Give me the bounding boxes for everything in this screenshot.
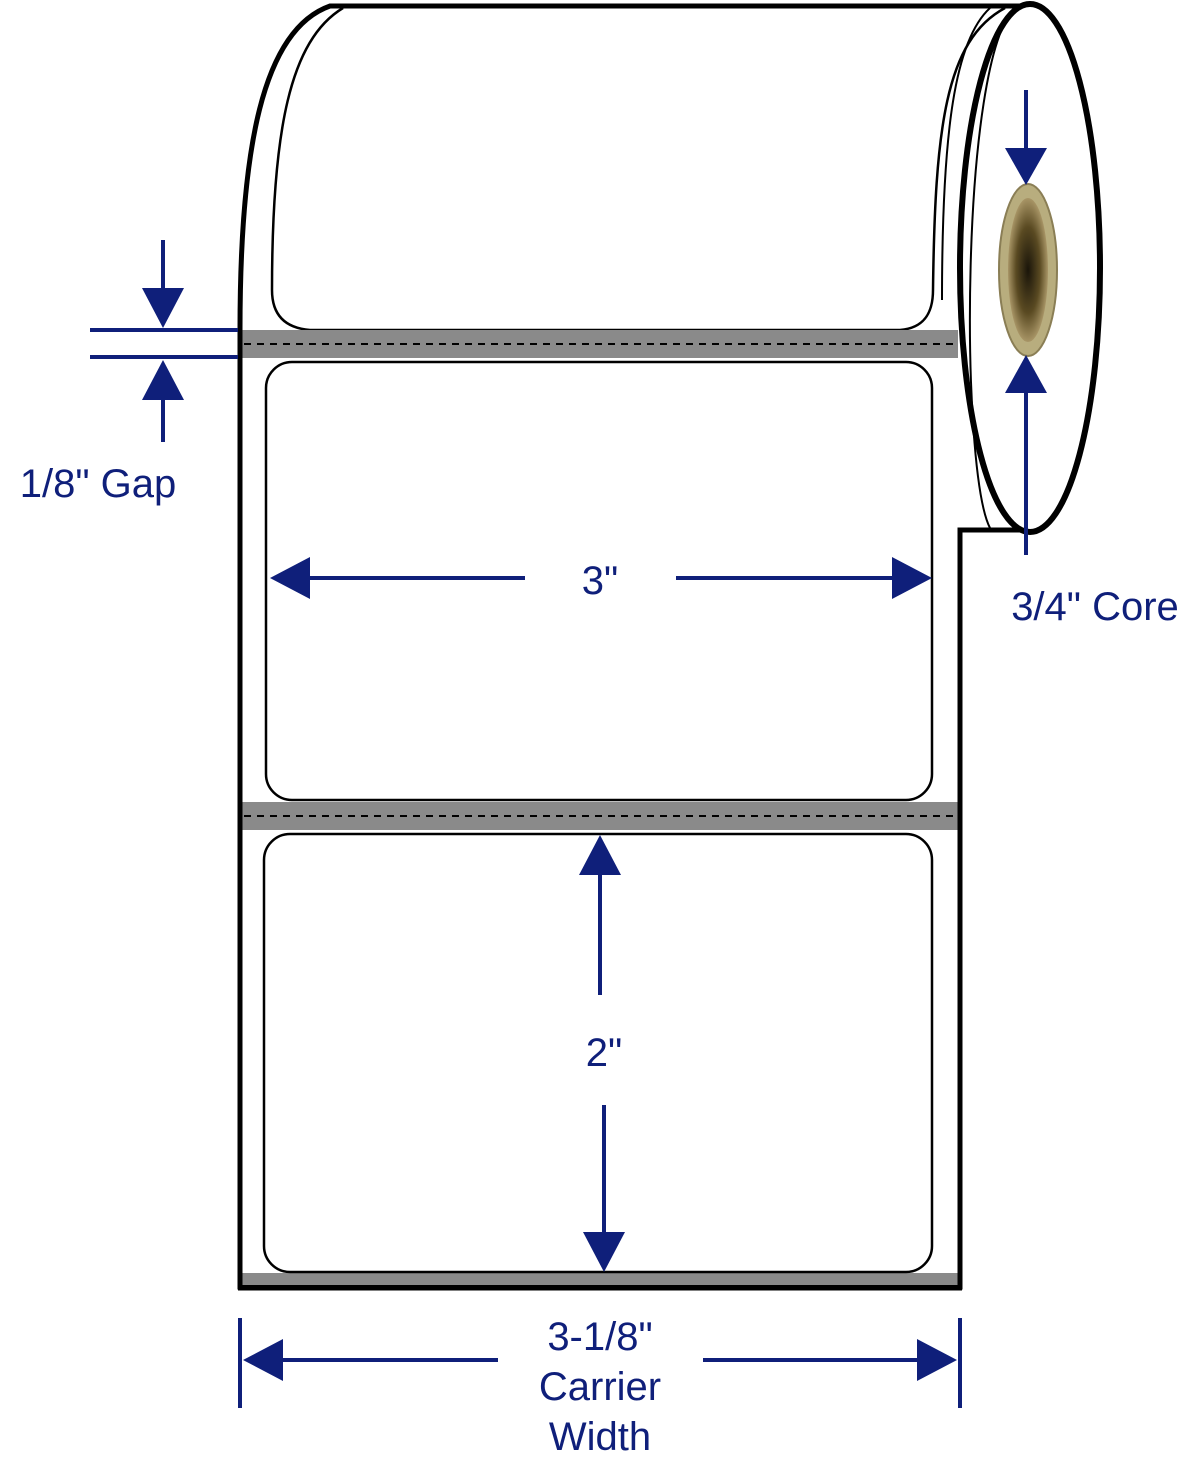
- core-label: 3/4" Core: [1011, 585, 1179, 629]
- roll-edge-line: [941, 7, 991, 301]
- carrier-width-label: Carrier: [539, 1365, 661, 1409]
- carrier: [237, 330, 963, 1291]
- height-arrow-head-down: [583, 1232, 625, 1272]
- label: [264, 360, 934, 802]
- core-arrow-head-down: [1005, 148, 1047, 185]
- gap-dimension: 1/8" Gap: [20, 240, 238, 506]
- roll-face-inner-edge: [968, 7, 1016, 529]
- label-height-text: 2": [586, 1031, 622, 1075]
- carrier-arrow-head-right: [917, 1339, 957, 1381]
- gap-label: 1/8" Gap: [20, 462, 177, 506]
- carrier-width-dimension: 3-1/8" Carrier Width: [238, 1315, 962, 1459]
- core-arrow-head-up: [1005, 355, 1047, 393]
- height-arrow-head-up: [579, 835, 621, 875]
- carrier-width-label: Width: [549, 1415, 651, 1459]
- gap-arrow-head-up: [142, 360, 184, 400]
- carrier-width-value: 3-1/8": [547, 1315, 652, 1359]
- label: [262, 832, 934, 1274]
- label-width-dimension: 3": [270, 557, 932, 603]
- core-hole: [1008, 198, 1048, 342]
- width-arrow-head-left: [270, 557, 310, 599]
- width-arrow-head-right: [892, 557, 932, 599]
- label-height-dimension: 2": [579, 835, 625, 1272]
- core-dimension: 3/4" Core: [1005, 90, 1179, 629]
- gap-arrow-head-down: [142, 288, 184, 328]
- label-width-text: 3": [582, 559, 618, 603]
- gap-strip: [242, 1273, 958, 1285]
- carrier-arrow-head-left: [243, 1339, 283, 1381]
